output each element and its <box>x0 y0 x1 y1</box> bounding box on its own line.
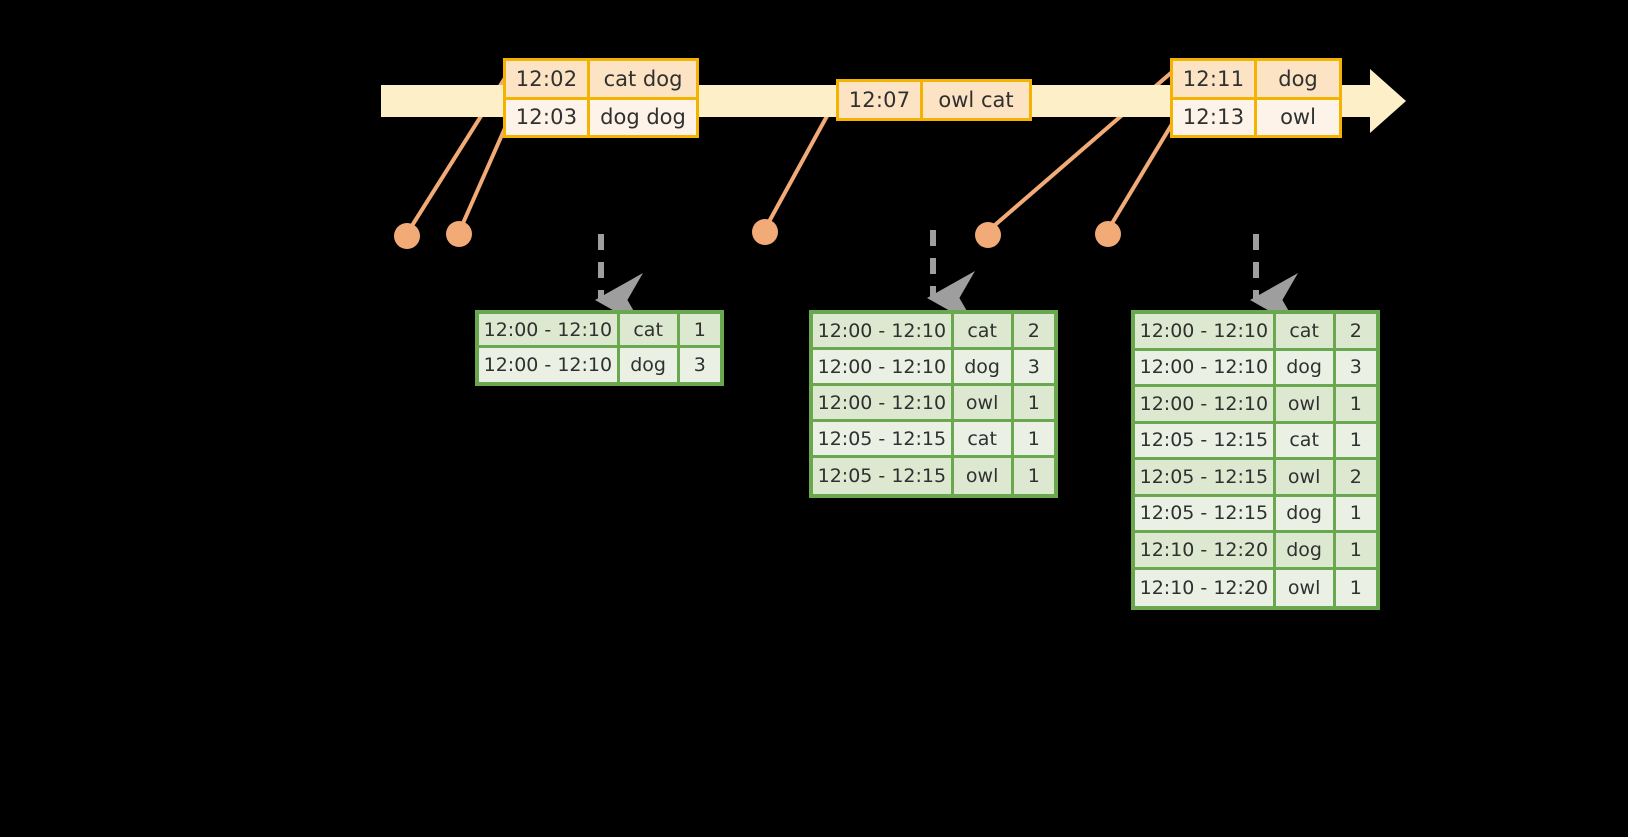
table-row[interactable]: 12:00 - 12:10 dog 3 <box>1135 350 1376 387</box>
table-row[interactable]: 12:00 - 12:10 owl 1 <box>1135 387 1376 424</box>
table-row[interactable]: 12:00 - 12:10 dog 3 <box>813 350 1054 386</box>
cell-word: cat <box>619 314 680 348</box>
event-words: dog <box>1257 61 1339 97</box>
table-row[interactable]: 12:05 - 12:15 dog 1 <box>1135 496 1376 533</box>
event-row[interactable]: 12:07 owl cat <box>839 82 1029 118</box>
cell-count: 3 <box>679 348 720 382</box>
cell-word: cat <box>953 422 1014 458</box>
cell-window: 12:00 - 12:10 <box>1135 350 1276 387</box>
cell-count: 1 <box>1013 422 1054 458</box>
cell-count: 1 <box>1335 423 1376 460</box>
cell-word: owl <box>1275 569 1336 606</box>
cell-word: dog <box>1275 496 1336 533</box>
event-words: dog dog <box>590 99 696 135</box>
cell-window: 12:00 - 12:10 <box>479 314 620 348</box>
event-words: cat dog <box>590 61 696 97</box>
cell-word: dog <box>619 348 680 382</box>
cell-word: owl <box>1275 387 1336 424</box>
event-row[interactable]: 12:13 owl <box>1173 96 1339 135</box>
timeline-segment-3 <box>1028 85 1174 117</box>
timeline-arrowhead <box>1370 69 1406 133</box>
event-row[interactable]: 12:02 cat dog <box>506 61 696 97</box>
cell-window: 12:10 - 12:20 <box>1135 569 1276 606</box>
table-row[interactable]: 12:05 - 12:15 cat 1 <box>1135 423 1376 460</box>
cell-count: 3 <box>1335 350 1376 387</box>
cell-word: cat <box>1275 314 1336 351</box>
cell-window: 12:00 - 12:10 <box>479 348 620 382</box>
timeline-segment-1 <box>381 85 509 117</box>
cell-count: 1 <box>1013 458 1054 494</box>
cell-word: owl <box>953 386 1014 422</box>
trigger-dot-12-02 <box>394 223 420 249</box>
cell-count: 1 <box>1013 386 1054 422</box>
event-group-3[interactable]: 12:11 dog 12:13 owl <box>1170 58 1342 138</box>
event-words: owl <box>1257 99 1339 135</box>
cell-count: 2 <box>1335 460 1376 497</box>
cell-word: owl <box>953 458 1014 494</box>
event-time: 12:11 <box>1173 61 1257 97</box>
cell-count: 1 <box>1335 387 1376 424</box>
cell-word: dog <box>1275 350 1336 387</box>
table-row[interactable]: 12:05 - 12:15 cat 1 <box>813 422 1054 458</box>
result-table-2[interactable]: 12:00 - 12:10 cat 2 12:00 - 12:10 dog 3 … <box>809 310 1058 498</box>
event-time: 12:02 <box>506 61 590 97</box>
cell-window: 12:05 - 12:15 <box>1135 460 1276 497</box>
event-row[interactable]: 12:11 dog <box>1173 61 1339 97</box>
table-row[interactable]: 12:10 - 12:20 dog 1 <box>1135 533 1376 570</box>
cell-window: 12:05 - 12:15 <box>1135 496 1276 533</box>
cell-count: 2 <box>1013 314 1054 350</box>
table-row[interactable]: 12:05 - 12:15 owl 1 <box>813 458 1054 494</box>
cell-count: 1 <box>1335 533 1376 570</box>
table-row[interactable]: 12:10 - 12:20 owl 1 <box>1135 569 1376 606</box>
trigger-dot-12-11 <box>975 222 1001 248</box>
timeline-segment-4 <box>1340 85 1374 117</box>
cell-window: 12:00 - 12:10 <box>1135 314 1276 351</box>
cell-count: 1 <box>1335 496 1376 533</box>
cell-count: 1 <box>679 314 720 348</box>
connector-12-13 <box>1106 122 1174 232</box>
cell-count: 2 <box>1335 314 1376 351</box>
table-row[interactable]: 12:00 - 12:10 cat 2 <box>1135 314 1376 351</box>
result-table-3[interactable]: 12:00 - 12:10 cat 2 12:00 - 12:10 dog 3 … <box>1131 310 1380 610</box>
cell-word: dog <box>1275 533 1336 570</box>
cell-window: 12:05 - 12:15 <box>813 422 954 458</box>
cell-count: 1 <box>1335 569 1376 606</box>
result-table-1[interactable]: 12:00 - 12:10 cat 1 12:00 - 12:10 dog 3 <box>475 310 724 386</box>
cell-window: 12:05 - 12:15 <box>813 458 954 494</box>
table-row[interactable]: 12:00 - 12:10 cat 1 <box>479 314 720 348</box>
cell-word: dog <box>953 350 1014 386</box>
cell-window: 12:00 - 12:10 <box>813 314 954 350</box>
trigger-dot-12-13 <box>1095 221 1121 247</box>
cell-word: cat <box>1275 423 1336 460</box>
event-time: 12:03 <box>506 99 590 135</box>
cell-word: cat <box>953 314 1014 350</box>
cell-word: owl <box>1275 460 1336 497</box>
cell-window: 12:00 - 12:10 <box>813 350 954 386</box>
event-time: 12:07 <box>839 82 923 118</box>
table-row[interactable]: 12:00 - 12:10 cat 2 <box>813 314 1054 350</box>
event-words: owl cat <box>923 82 1029 118</box>
table-row[interactable]: 12:05 - 12:15 owl 2 <box>1135 460 1376 497</box>
table-row[interactable]: 12:00 - 12:10 dog 3 <box>479 348 720 382</box>
cell-window: 12:00 - 12:10 <box>813 386 954 422</box>
cell-window: 12:05 - 12:15 <box>1135 423 1276 460</box>
cell-count: 3 <box>1013 350 1054 386</box>
connector-12-03 <box>458 126 507 232</box>
event-row[interactable]: 12:03 dog dog <box>506 96 696 135</box>
trigger-dot-12-07 <box>752 219 778 245</box>
event-time: 12:13 <box>1173 99 1257 135</box>
event-group-2[interactable]: 12:07 owl cat <box>836 79 1032 121</box>
trigger-dot-12-03 <box>446 221 472 247</box>
cell-window: 12:00 - 12:10 <box>1135 387 1276 424</box>
timeline-segment-2 <box>694 85 840 117</box>
cell-window: 12:10 - 12:20 <box>1135 533 1276 570</box>
event-group-1[interactable]: 12:02 cat dog 12:03 dog dog <box>503 58 699 138</box>
table-row[interactable]: 12:00 - 12:10 owl 1 <box>813 386 1054 422</box>
